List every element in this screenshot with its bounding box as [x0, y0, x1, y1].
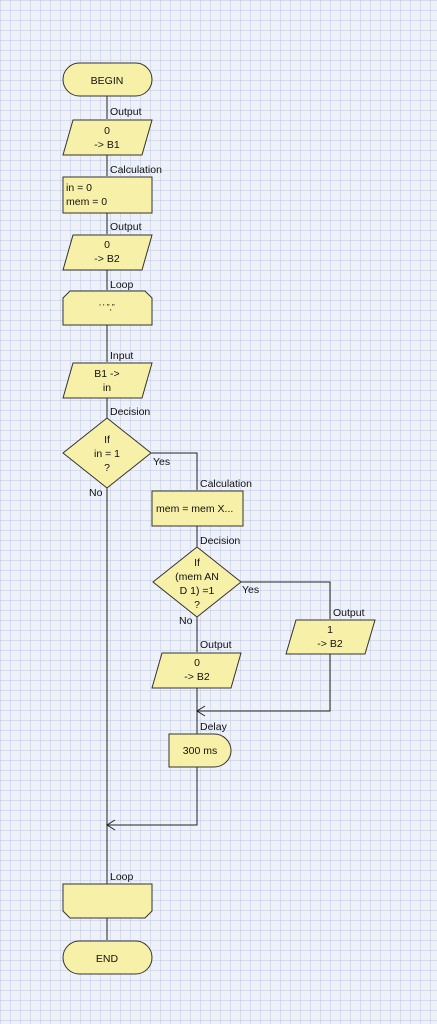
loop-1-label: ' ' "," [99, 303, 115, 312]
decision-2-line-4: ? [194, 599, 200, 611]
output-1-block[interactable]: 0 -> B1 [62, 119, 153, 156]
decision-2-type-label: Decision [200, 535, 240, 547]
delay-type-label: Delay [200, 721, 228, 733]
arrowhead-merge [196, 705, 206, 717]
input-line-2: in [103, 382, 111, 394]
delay-block[interactable]: 300 ms [168, 733, 232, 768]
decision-1-yes-label: Yes [153, 456, 170, 468]
output-3-line-1: 0 [194, 657, 200, 669]
connector-delay-return [107, 767, 198, 826]
calculation-1-line-1: in = 0 [66, 182, 92, 194]
output-4-type-label: Output [333, 607, 365, 619]
arrowhead-return [106, 819, 116, 831]
decision-2-diamond[interactable]: If (mem AN D 1) =1 ? [152, 546, 242, 618]
decision-2-line-2: (mem AN [175, 571, 219, 583]
output-2-type-label: Output [110, 221, 142, 233]
input-line-1: B1 -> [94, 368, 119, 380]
decision-2-no-label: No [179, 615, 193, 627]
decision-2-line-1: If [194, 557, 200, 569]
decision-2-yes-label: Yes [242, 584, 259, 596]
loop-end-block[interactable] [62, 883, 153, 919]
calculation-1-block[interactable]: in = 0 mem = 0 [62, 176, 153, 214]
connector-out4-merge [197, 654, 331, 712]
calculation-2-block[interactable]: mem = mem X... [151, 490, 244, 527]
output-1-line-2: -> B1 [94, 139, 120, 151]
decision-1-type-label: Decision [110, 406, 150, 418]
connectors [106, 96, 331, 940]
decision-1-line-2: in = 1 [94, 448, 120, 460]
connector-yes-branch-1 [151, 452, 198, 490]
loop-2-type-label: Loop [110, 871, 134, 883]
begin-label: BEGIN [91, 75, 124, 87]
decision-1-diamond[interactable]: If in = 1 ? [62, 417, 152, 489]
output-2-line-1: 0 [104, 239, 110, 251]
connector-yes-branch-2 [241, 581, 331, 619]
output-3-block[interactable]: 0 -> B2 [151, 652, 242, 689]
calculation-1-line-2: mem = 0 [66, 196, 107, 208]
decision-1-line-1: If [104, 434, 110, 446]
begin-terminator[interactable]: BEGIN [62, 62, 153, 97]
calculation-2-type-label: Calculation [200, 478, 252, 490]
output-2-block[interactable]: 0 -> B2 [62, 234, 153, 271]
delay-line-1: 300 ms [183, 745, 217, 757]
output-1-line-1: 0 [104, 125, 110, 137]
output-4-line-2: -> B2 [317, 638, 343, 650]
calculation-1-type-label: Calculation [110, 164, 162, 176]
input-type-label: Input [110, 350, 133, 362]
output-4-line-1: 1 [327, 624, 333, 636]
loop-1-type-label: Loop [110, 279, 134, 291]
input-block[interactable]: B1 -> in [62, 362, 153, 399]
end-label: END [96, 953, 119, 965]
output-2-line-2: -> B2 [94, 253, 120, 265]
end-terminator[interactable]: END [62, 940, 153, 975]
arrowheads [106, 705, 206, 831]
loop-start-block[interactable]: ' ' "," [62, 290, 153, 326]
output-1-type-label: Output [110, 106, 142, 118]
decision-2-line-3: D 1) =1 [180, 585, 215, 597]
decision-1-line-3: ? [104, 462, 110, 474]
output-4-block[interactable]: 1 -> B2 [285, 619, 376, 655]
calculation-2-line-1: mem = mem X... [156, 503, 233, 515]
output-3-type-label: Output [200, 639, 232, 651]
decision-1-no-label: No [89, 487, 103, 499]
output-3-line-2: -> B2 [184, 671, 210, 683]
